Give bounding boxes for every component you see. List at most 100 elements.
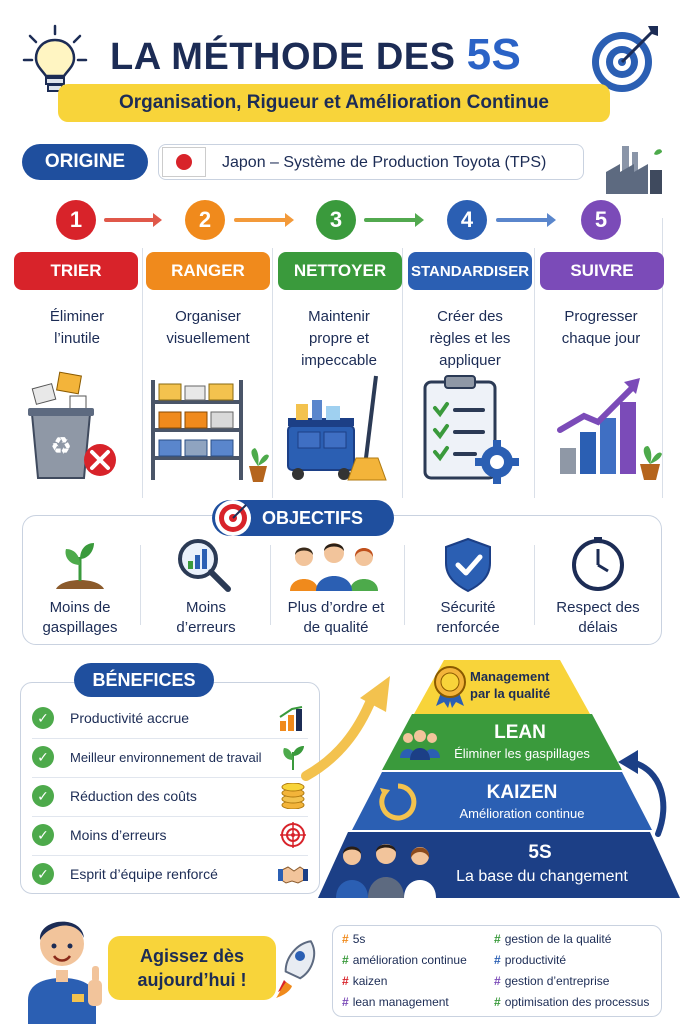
shield-check-icon — [445, 537, 491, 593]
objective-divider — [270, 545, 271, 625]
step-label-trier: TRIER — [14, 252, 138, 290]
benefit-item: ✓ Meilleur environnement de travail — [32, 739, 308, 775]
pyramid-base-sub: La base du changement — [456, 868, 628, 885]
step-desc-2: Organiser visuellement — [166, 308, 250, 347]
japan-flag-icon — [162, 147, 206, 177]
step-number-5: 5 — [581, 200, 621, 240]
check-icon: ✓ — [32, 746, 54, 768]
origin-badge: ORIGINE — [22, 144, 148, 180]
magnifier-chart-icon — [178, 539, 231, 592]
objectives-target-icon — [215, 500, 251, 536]
benefit-text: Productivité accrue — [70, 710, 190, 726]
step-desc-5: Progresser chaque jour — [561, 308, 641, 347]
hashtags-box — [332, 925, 662, 1017]
pyramid-top-line1: Management — [470, 669, 550, 684]
cycle-icon — [379, 783, 417, 821]
objective-divider — [404, 545, 405, 625]
step-arrow-2 — [234, 213, 294, 227]
benefit-text: Meilleur environnement de travail — [70, 749, 262, 765]
origin-text: Japon – Système de Production Toyota (TP… — [222, 154, 547, 171]
call-to-action: Agissez dès aujourd’hui ! — [108, 936, 276, 1000]
pyramid-top-line2: par la qualité — [470, 686, 551, 701]
trash-bin-icon: ♻ — [28, 371, 116, 479]
pyramid-top-text: Management par la qualité — [470, 668, 586, 702]
svg-text:♻: ♻ — [50, 432, 72, 460]
objective-label-2: Moins d’erreurs — [176, 599, 236, 636]
pyramid-kaizen-sub: Amélioration continue — [459, 806, 585, 821]
hashtag: #optimisation des processus — [494, 995, 650, 1009]
check-icon: ✓ — [32, 785, 54, 807]
step-number-2: 2 — [185, 200, 225, 240]
benefit-text: Esprit d’équipe renforcé — [70, 866, 218, 882]
subtitle-banner: Organisation, Rigueur et Amélioration Co… — [58, 84, 610, 122]
hashtag: #amélioration continue — [342, 953, 467, 967]
hashtag: #productivité — [494, 953, 567, 967]
check-icon: ✓ — [32, 707, 54, 729]
step-number-1: 1 — [56, 200, 96, 240]
objective-divider — [534, 545, 535, 625]
step-divider — [662, 218, 663, 498]
step-arrow-4 — [496, 213, 556, 227]
target-icon — [280, 822, 306, 848]
checklist-gear-icon — [423, 375, 519, 484]
step-number-3: 3 — [316, 200, 356, 240]
return-arrow-icon — [618, 750, 667, 837]
benefit-item: ✓ Esprit d’équipe renforcé — [32, 856, 308, 892]
hashtag: #5s — [342, 932, 366, 946]
benefit-text: Réduction des coûts — [70, 788, 197, 804]
benefit-text: Moins d’erreurs — [70, 827, 167, 843]
pyramid-lean-title: LEAN — [494, 722, 546, 743]
target-icon — [592, 26, 658, 92]
step-number-4: 4 — [447, 200, 487, 240]
step-label-ranger: RANGER — [146, 252, 270, 290]
origin-box — [158, 144, 584, 180]
benefit-divider — [32, 855, 308, 856]
step-desc-3: Maintenir propre et impeccable — [301, 308, 377, 369]
factory-icon — [606, 146, 662, 194]
step-label-suivre: SUIVRE — [540, 252, 664, 290]
handshake-icon — [278, 866, 308, 884]
pyramid-kaizen-title: KAIZEN — [486, 782, 558, 803]
step-divider — [534, 248, 535, 498]
bar-chart-icon — [279, 706, 303, 731]
benefit-divider — [32, 816, 308, 817]
step-arrow-1 — [104, 213, 162, 227]
workers-icon — [336, 844, 436, 898]
step-label-nettoyer: NETTOYER — [278, 252, 402, 290]
page-title: LA MÉTHODE DES 5S — [110, 30, 522, 79]
shelf-icon — [151, 380, 269, 482]
pyramid-lean-tier — [382, 714, 622, 770]
team-icon — [400, 730, 440, 760]
medal-icon — [434, 666, 466, 708]
objective-label-4: Sécurité renforcée — [436, 599, 500, 636]
benefit-item: ✓ Réduction des coûts — [32, 778, 308, 814]
hashtag: #gestion de la qualité — [494, 932, 612, 946]
growth-arrow-icon — [301, 676, 390, 781]
benefits-badge: BÉNEFICES — [74, 663, 214, 697]
hashtag: #kaizen — [342, 974, 388, 988]
objective-label-5: Respect des délais — [556, 599, 640, 636]
pyramid-base-title: 5S — [528, 842, 552, 863]
benefit-item: ✓ Moins d’erreurs — [32, 817, 308, 853]
team-icon — [290, 543, 378, 591]
cta-line2: aujourd’hui ! — [137, 970, 247, 990]
hashtag: #gestion d’entreprise — [494, 974, 610, 988]
cta-line1: Agissez dès — [139, 946, 245, 966]
check-icon: ✓ — [32, 863, 54, 885]
pyramid-kaizen-tier — [352, 772, 652, 830]
objective-label-1: Moins de gaspillages — [42, 599, 118, 636]
check-icon: ✓ — [32, 824, 54, 846]
hashtag: #lean management — [342, 995, 449, 1009]
step-arrow-3 — [364, 213, 424, 227]
step-desc-4: Créer des règles et les appliquer — [429, 308, 511, 369]
benefit-item: ✓ Productivité accrue — [32, 700, 308, 736]
subtitle: Organisation, Rigueur et Amélioration Co… — [119, 92, 549, 113]
coins-icon — [281, 783, 305, 809]
rocket-icon — [276, 940, 316, 998]
plant-icon — [283, 746, 304, 770]
step-label-standardiser: STANDARDISER — [408, 252, 532, 290]
cleaning-cart-icon — [287, 375, 387, 481]
objective-label-3: Plus d’ordre et de qualité — [287, 599, 385, 636]
benefits-box — [20, 682, 320, 894]
growth-chart-icon — [557, 378, 662, 480]
